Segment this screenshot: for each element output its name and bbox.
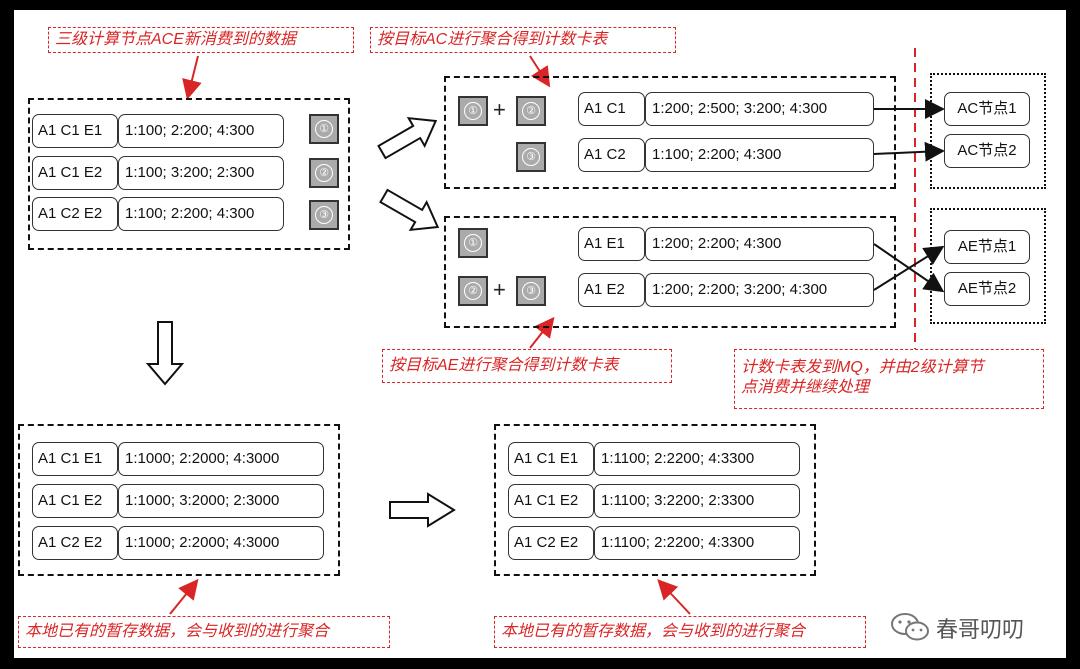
ac-badge-3: ③ xyxy=(516,142,546,172)
ac-node-2: AC节点2 xyxy=(944,134,1030,168)
hollow-arrow-to-ac xyxy=(377,116,438,160)
merged-row-1-key: A1 C1 E1 xyxy=(508,442,594,476)
callout-ac-agg: 按目标AC进行聚合得到计数卡表 xyxy=(370,27,676,53)
circled-three-icon: ③ xyxy=(315,206,333,224)
ae-row-1-value: 1:200; 2:200; 4:300 xyxy=(645,227,874,261)
circled-one-icon: ① xyxy=(315,120,333,138)
ace-row-3-value: 1:100; 2:200; 4:300 xyxy=(118,197,284,231)
pointer-ac-agg xyxy=(529,55,551,88)
ace-new-data-box xyxy=(28,98,350,250)
ace-row-2-key: A1 C1 E2 xyxy=(32,156,118,190)
badge-3: ③ xyxy=(309,200,339,230)
circled-two-icon: ② xyxy=(522,102,540,120)
line-ae1-to-node2 xyxy=(873,243,945,293)
ac-row-1-value: 1:200; 2:500; 3:200; 4:300 xyxy=(645,92,874,126)
ae-badge-3: ③ xyxy=(516,276,546,306)
ace-row-2-value: 1:100; 3:200; 2:300 xyxy=(118,156,284,190)
ae-badge-1: ① xyxy=(458,228,488,258)
merged-data-box xyxy=(494,424,816,576)
hollow-arrow-right xyxy=(389,492,456,528)
ac-aggregate-box xyxy=(444,76,896,189)
circled-two-icon: ② xyxy=(315,164,333,182)
local-row-2-key: A1 C1 E2 xyxy=(32,484,118,518)
callout-local-right: 本地已有的暂存数据，会与收到的进行聚合 xyxy=(494,616,866,648)
watermark-text: 春哥叨叨 xyxy=(936,617,1025,642)
merged-row-3-value: 1:1100; 2:2200; 4:3300 xyxy=(594,526,800,560)
merged-row-1-value: 1:1100; 2:2200; 4:3300 xyxy=(594,442,800,476)
local-row-3-value: 1:1000; 2:2000; 4:3000 xyxy=(118,526,324,560)
ac-node-1: AC节点1 xyxy=(944,92,1030,126)
local-row-1-key: A1 C1 E1 xyxy=(32,442,118,476)
local-row-1-value: 1:1000; 2:2000; 4:3000 xyxy=(118,442,324,476)
pointer-ae-agg xyxy=(529,316,555,349)
line-ac2-to-node2 xyxy=(873,141,945,162)
ae-node-1: AE节点1 xyxy=(944,230,1030,264)
hollow-arrow-down xyxy=(145,321,185,386)
badge-2: ② xyxy=(309,158,339,188)
ae-badge-2: ② xyxy=(458,276,488,306)
line-ae2-to-node1 xyxy=(873,245,945,291)
diagram-canvas: 三级计算节点ACE新消费到的数据 按目标AC进行聚合得到计数卡表 按目标AE进行… xyxy=(14,10,1066,658)
plus-sign: + xyxy=(493,97,506,122)
plus-sign: + xyxy=(493,277,506,302)
local-stored-data-box xyxy=(18,424,340,576)
ae-node-2: AE节点2 xyxy=(944,272,1030,306)
callout-local-left: 本地已有的暂存数据，会与收到的进行聚合 xyxy=(18,616,390,648)
pointer-ace-new xyxy=(182,55,202,100)
callout-ace-new: 三级计算节点ACE新消费到的数据 xyxy=(48,27,354,53)
wechat-icon xyxy=(891,613,929,641)
ae-aggregate-box xyxy=(444,216,896,328)
circled-one-icon: ① xyxy=(464,234,482,252)
ac-row-2-value: 1:100; 2:200; 4:300 xyxy=(645,138,874,172)
callout-ae-agg: 按目标AE进行聚合得到计数卡表 xyxy=(382,349,672,383)
circled-two-icon: ② xyxy=(464,282,482,300)
local-row-3-key: A1 C2 E2 xyxy=(32,526,118,560)
merged-row-3-key: A1 C2 E2 xyxy=(508,526,594,560)
ac-badge-2: ② xyxy=(516,96,546,126)
ae-row-2-key: A1 E2 xyxy=(578,273,645,307)
badge-1: ① xyxy=(309,114,339,144)
local-row-2-value: 1:1000; 3:2000; 2:3000 xyxy=(118,484,324,518)
circled-three-icon: ③ xyxy=(522,282,540,300)
circled-one-icon: ① xyxy=(464,102,482,120)
ac-row-1-key: A1 C1 xyxy=(578,92,645,126)
callout-mq: 计数卡表发到MQ，并由2级计算节 点消费并继续处理 xyxy=(734,349,1044,409)
ac-badge-1: ① xyxy=(458,96,488,126)
hollow-arrow-to-ae xyxy=(379,188,440,232)
callout-mq-line1: 计数卡表发到MQ，并由2级计算节 xyxy=(741,359,984,376)
pointer-local-right xyxy=(657,579,691,615)
ae-nodes-box xyxy=(930,208,1046,324)
ae-row-2-value: 1:200; 2:200; 3:200; 4:300 xyxy=(645,273,874,307)
ac-nodes-box xyxy=(930,73,1046,189)
merged-row-2-key: A1 C1 E2 xyxy=(508,484,594,518)
ac-row-2-key: A1 C2 xyxy=(578,138,645,172)
ace-row-1-value: 1:100; 2:200; 4:300 xyxy=(118,114,284,148)
connector-layer xyxy=(145,48,945,615)
circled-three-icon: ③ xyxy=(522,148,540,166)
ae-row-1-key: A1 E1 xyxy=(578,227,645,261)
ace-row-3-key: A1 C2 E2 xyxy=(32,197,118,231)
callout-mq-line2: 点消费并继续处理 xyxy=(741,379,870,396)
ace-row-1-key: A1 C1 E1 xyxy=(32,114,118,148)
merged-row-2-value: 1:1100; 3:2200; 2:3300 xyxy=(594,484,800,518)
pointer-local-left xyxy=(169,578,199,615)
